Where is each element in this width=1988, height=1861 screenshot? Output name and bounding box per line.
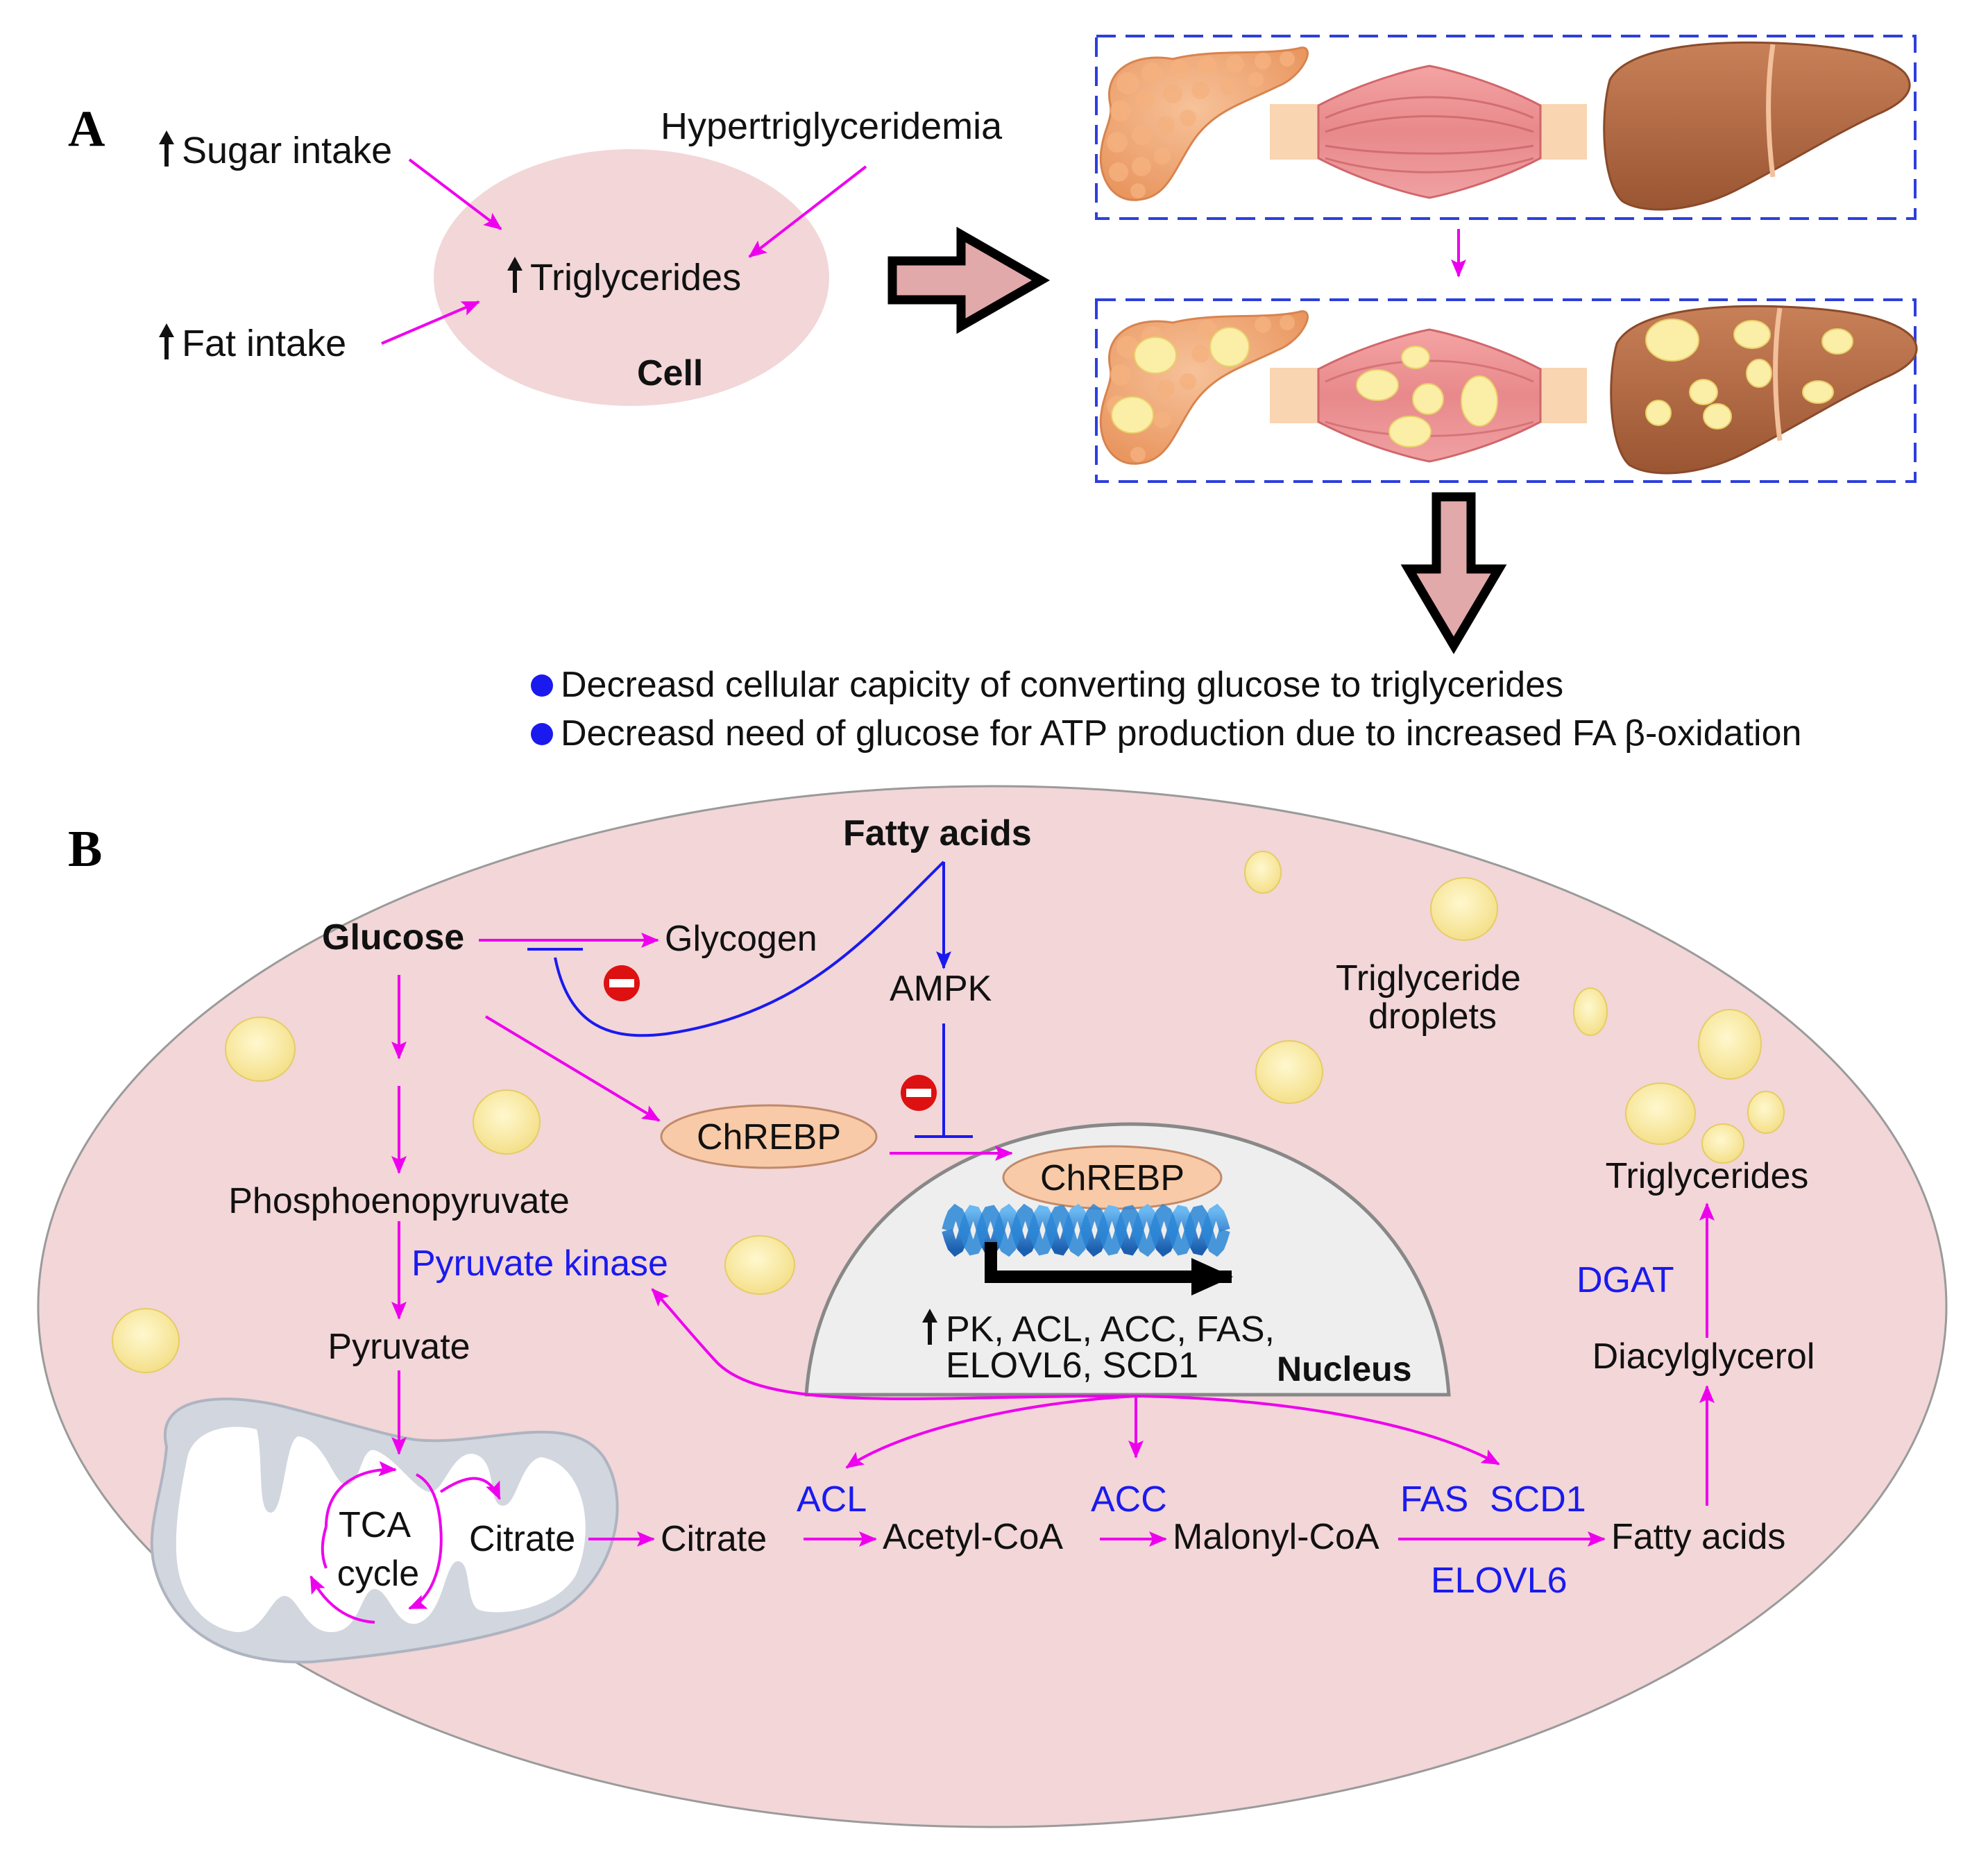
chrebp-cyto-bubble [660,1104,878,1169]
fatty-pancreas-icon [1099,310,1309,465]
nucleus-pk-arrow [651,1288,1137,1400]
mitochondrion-icon [150,1397,619,1664]
glucose-label: Glucose [322,917,464,958]
big-down-arrow [1400,492,1507,654]
inhibit-sign-icon [901,1075,937,1111]
nucleus-label: Nucleus [1277,1350,1412,1388]
diacylglycerol-label: Diacylglycerol [1592,1336,1815,1377]
phosphoenopyruvate-label: Phosphoenopyruvate [228,1181,570,1221]
tca-cycle-arc [416,1473,442,1527]
acc-label: ACC [1091,1479,1167,1520]
pyruvate-label: Pyruvate [328,1327,470,1367]
droplet [1701,1123,1744,1164]
droplet [1430,877,1498,941]
transcription-arrow [985,1242,1233,1295]
bullet-icon [531,723,553,745]
sugar-intake-label: Sugar intake [182,130,392,171]
muscle-icon [1270,65,1587,199]
chrebp-cyto-label: ChREBP [697,1117,841,1157]
glucose-chrebp-arrow [484,1015,661,1122]
droplet [1625,1082,1696,1145]
pancreas-icon [1099,46,1309,201]
glycogen-label: Glycogen [665,919,817,959]
tca-cycle-arrow [408,1526,443,1610]
cell-label: Cell [637,353,703,393]
up-arrow-icon [507,257,523,293]
chrebp-nuc-label: ChREBP [1040,1158,1184,1198]
hypertriglyceridemia-label: Hypertriglyceridemia [661,105,1003,147]
nucleus-fas-arrow [1135,1395,1500,1465]
citrate-label: Citrate [661,1519,767,1559]
fat-intake-label: Fat intake [182,323,346,364]
tca-label-2: cycle [337,1554,419,1594]
panel-b-label: B [68,821,102,878]
fatty-acids-label: Fatty acids [1611,1517,1785,1557]
genes-line-1: PK, ACL, ACC, FAS, [946,1309,1275,1350]
acetyl-coa-label: Acetyl-CoA [883,1517,1063,1557]
acl-label: ACL [797,1479,867,1520]
citrate-mito-label: Citrate [469,1519,575,1559]
droplet [1747,1091,1785,1134]
droplet [1573,987,1608,1036]
droplet [1698,1009,1762,1080]
bullet-icon [531,674,553,697]
tca-cycle-arc [321,1526,328,1569]
tca-cycle-arrow [309,1575,375,1624]
panel-a-label: A [68,101,105,158]
fatty-liver-icon [1610,305,1918,475]
bullet-text-1: Decreasd cellular capicity of converting… [561,665,1563,705]
liver-icon [1603,41,1911,211]
triglyceride-droplets-label-1: Triglyceride [1336,958,1521,999]
tca-label-1: TCA [339,1505,411,1545]
dgat-label: DGAT [1577,1260,1674,1300]
droplet [112,1308,180,1373]
droplet [724,1235,795,1295]
fatty-muscle-icon [1270,328,1587,463]
scd1-label: SCD1 [1490,1479,1586,1520]
droplet [1244,851,1282,894]
ampk-label: AMPK [890,969,992,1009]
up-arrow-icon [922,1309,937,1345]
droplet [473,1089,541,1155]
nucleus-acl-arrow [845,1395,1137,1469]
tca-citrate-arrow [439,1477,501,1500]
droplet [225,1017,296,1082]
bullet-text-2: Decreasd need of glucose for ATP product… [561,713,1801,754]
triglyceride-droplets [112,851,1785,1373]
organs-normal-box [1095,35,1917,220]
malonyl-coa-label: Malonyl-CoA [1173,1517,1379,1557]
sugar-arrow [408,158,502,230]
droplet [1255,1040,1323,1104]
fatty-acids-top-label: Fatty acids [843,813,1032,853]
inhibit-sign-icon [604,965,640,1001]
up-arrow-icon [159,130,174,167]
fas-label: FAS [1400,1479,1468,1520]
triglyceride-droplets-label-2: droplets [1368,996,1497,1037]
hyper-arrow [748,165,867,258]
triglycerides-label: Triglycerides [530,257,741,298]
triglycerides-b-label: Triglycerides [1606,1156,1809,1196]
pyruvate-kinase-label: Pyruvate kinase [411,1243,668,1284]
up-arrow-icon [159,323,174,359]
organs-fatty-box [1095,298,1917,483]
fa-inhibit-line [554,860,945,1037]
tca-cycle-arrow [325,1461,397,1527]
fat-arrow [381,300,480,345]
cell-ellipse [434,149,829,406]
big-right-arrow [887,226,1051,334]
genes-line-2: ELOVL6, SCD1 [946,1345,1198,1386]
nucleus [804,1122,1451,1397]
elovl6-label: ELOVL6 [1431,1561,1568,1601]
